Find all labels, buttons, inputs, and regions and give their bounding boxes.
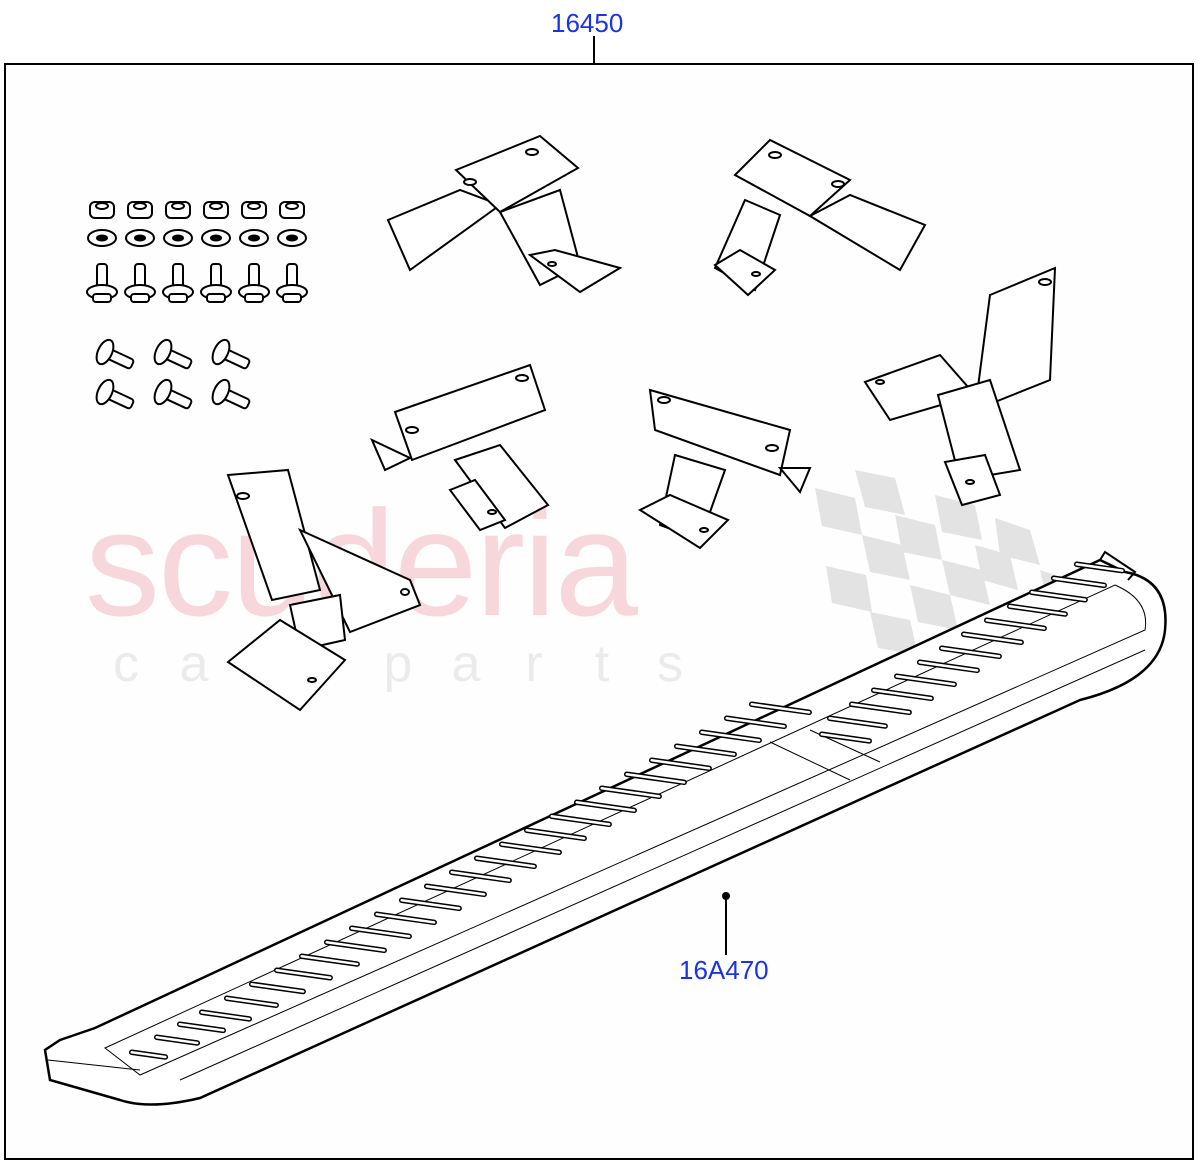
- watermark-letter: t: [594, 635, 610, 693]
- bracket-lower-left: [226, 468, 422, 712]
- vertical-bolts-row: [86, 263, 308, 303]
- callout-label-kit[interactable]: 16450: [551, 8, 624, 38]
- step-treads: [128, 561, 1126, 1060]
- bracket-top-left: [386, 134, 623, 294]
- bracket-mid-left: [370, 363, 550, 532]
- watermark-letter: a: [451, 635, 481, 693]
- nuts-row: [89, 201, 305, 219]
- bracket-mid-center: [637, 388, 812, 550]
- watermark-letter: c: [113, 635, 139, 693]
- watermark-letter: a: [179, 635, 209, 693]
- leader-dot: [722, 892, 730, 900]
- watermark-letter: r: [525, 635, 543, 693]
- bracket-mid-right: [863, 266, 1057, 507]
- callout-label-step[interactable]: 16A470: [679, 955, 769, 985]
- bracket-top-right: [713, 138, 927, 297]
- angled-bolts-group: [95, 338, 251, 410]
- washers-row: [87, 229, 307, 247]
- step-board: [43, 550, 1167, 1106]
- watermark-letter: s: [657, 635, 683, 693]
- watermark-letter: p: [383, 635, 413, 693]
